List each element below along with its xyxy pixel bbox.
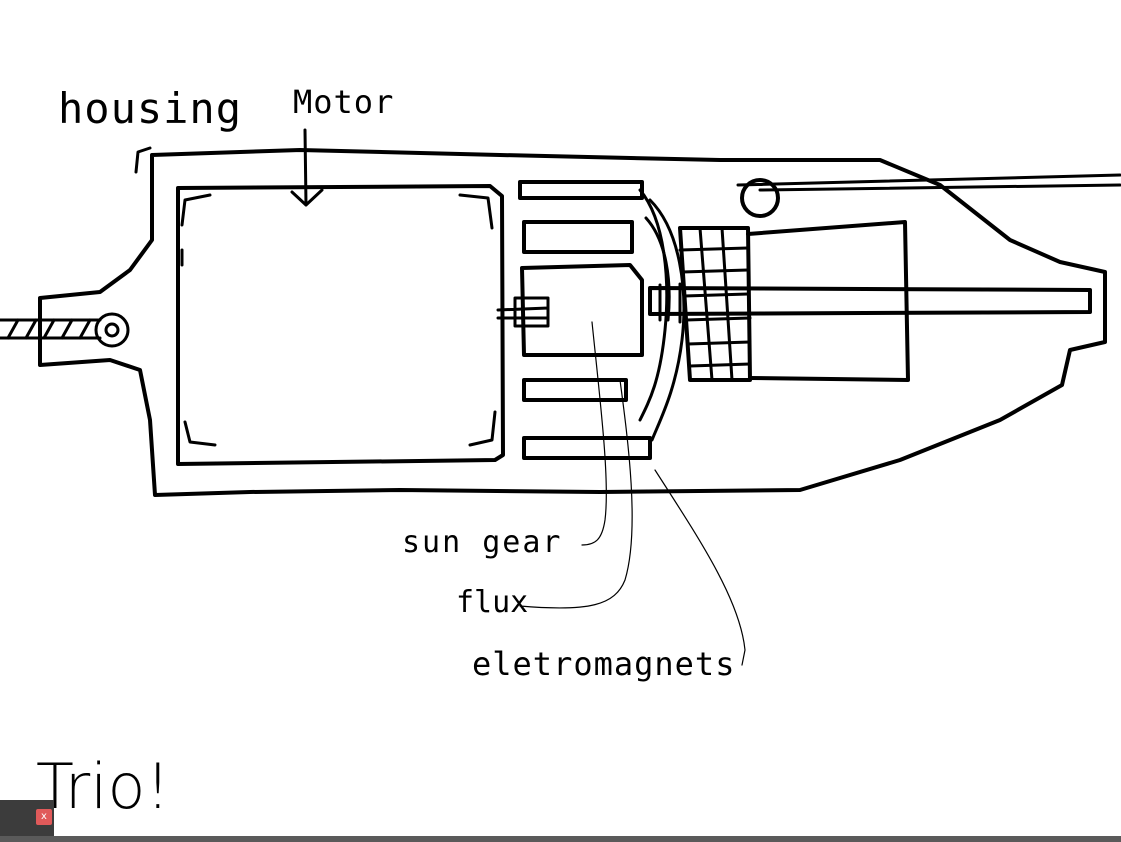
electromagnet-coil — [678, 226, 752, 382]
label-housing: housing — [58, 84, 243, 133]
label-sun-gear: sun gear — [402, 525, 563, 560]
leader-lines — [519, 321, 746, 666]
gear-housing — [518, 180, 652, 460]
flux-lines — [638, 188, 686, 442]
bottom-bar — [0, 836, 1121, 842]
motor-block — [176, 128, 505, 466]
housing-outline — [38, 148, 1107, 497]
label-flux: flux — [456, 585, 529, 620]
housing-pointer — [134, 146, 152, 174]
close-button[interactable]: x — [36, 809, 52, 825]
power-cord — [0, 312, 130, 348]
label-electromagnets: eletromagnets — [472, 645, 736, 683]
signature-text: Trio! — [36, 750, 171, 823]
label-motor: Motor — [293, 83, 395, 121]
output-shaft — [648, 173, 1121, 382]
